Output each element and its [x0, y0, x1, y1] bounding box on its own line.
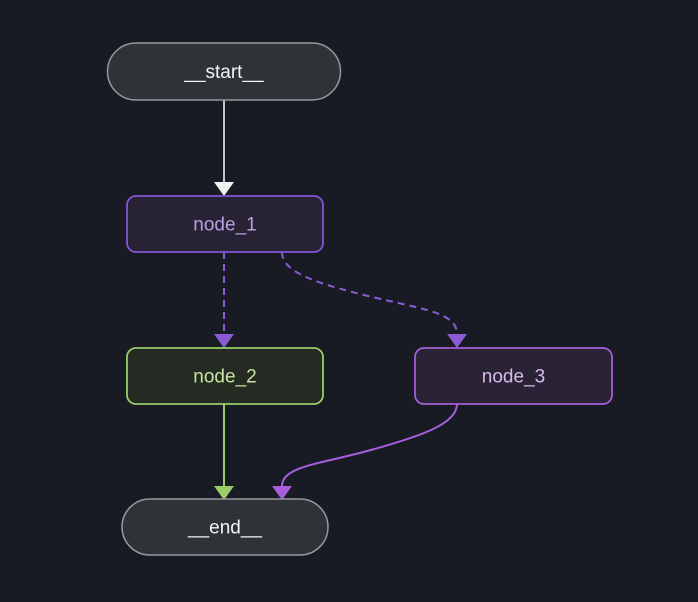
node-start-shape: [106, 42, 342, 101]
arrowhead-start-to-node1: [214, 182, 234, 196]
node-node1[interactable]: node_1: [126, 195, 324, 253]
node-end-shape: [121, 498, 329, 556]
node-node3-shape: [414, 347, 613, 405]
node-end[interactable]: __end__: [121, 498, 329, 556]
edge-node3-to-end: [281, 403, 458, 487]
arrowhead-node2-to-end: [214, 486, 234, 500]
node-node1-shape: [126, 195, 324, 253]
node-node2-shape: [126, 347, 324, 405]
arrowhead-node3-to-end: [272, 486, 292, 500]
arrowhead-node1-to-node3: [447, 334, 467, 348]
edge-node1-to-node3: [281, 251, 458, 335]
node-start[interactable]: __start__: [106, 42, 342, 101]
arrowhead-node1-to-node2: [214, 334, 234, 348]
node-node3[interactable]: node_3: [414, 347, 613, 405]
edges-layer: [214, 100, 467, 500]
node-node2[interactable]: node_2: [126, 347, 324, 405]
